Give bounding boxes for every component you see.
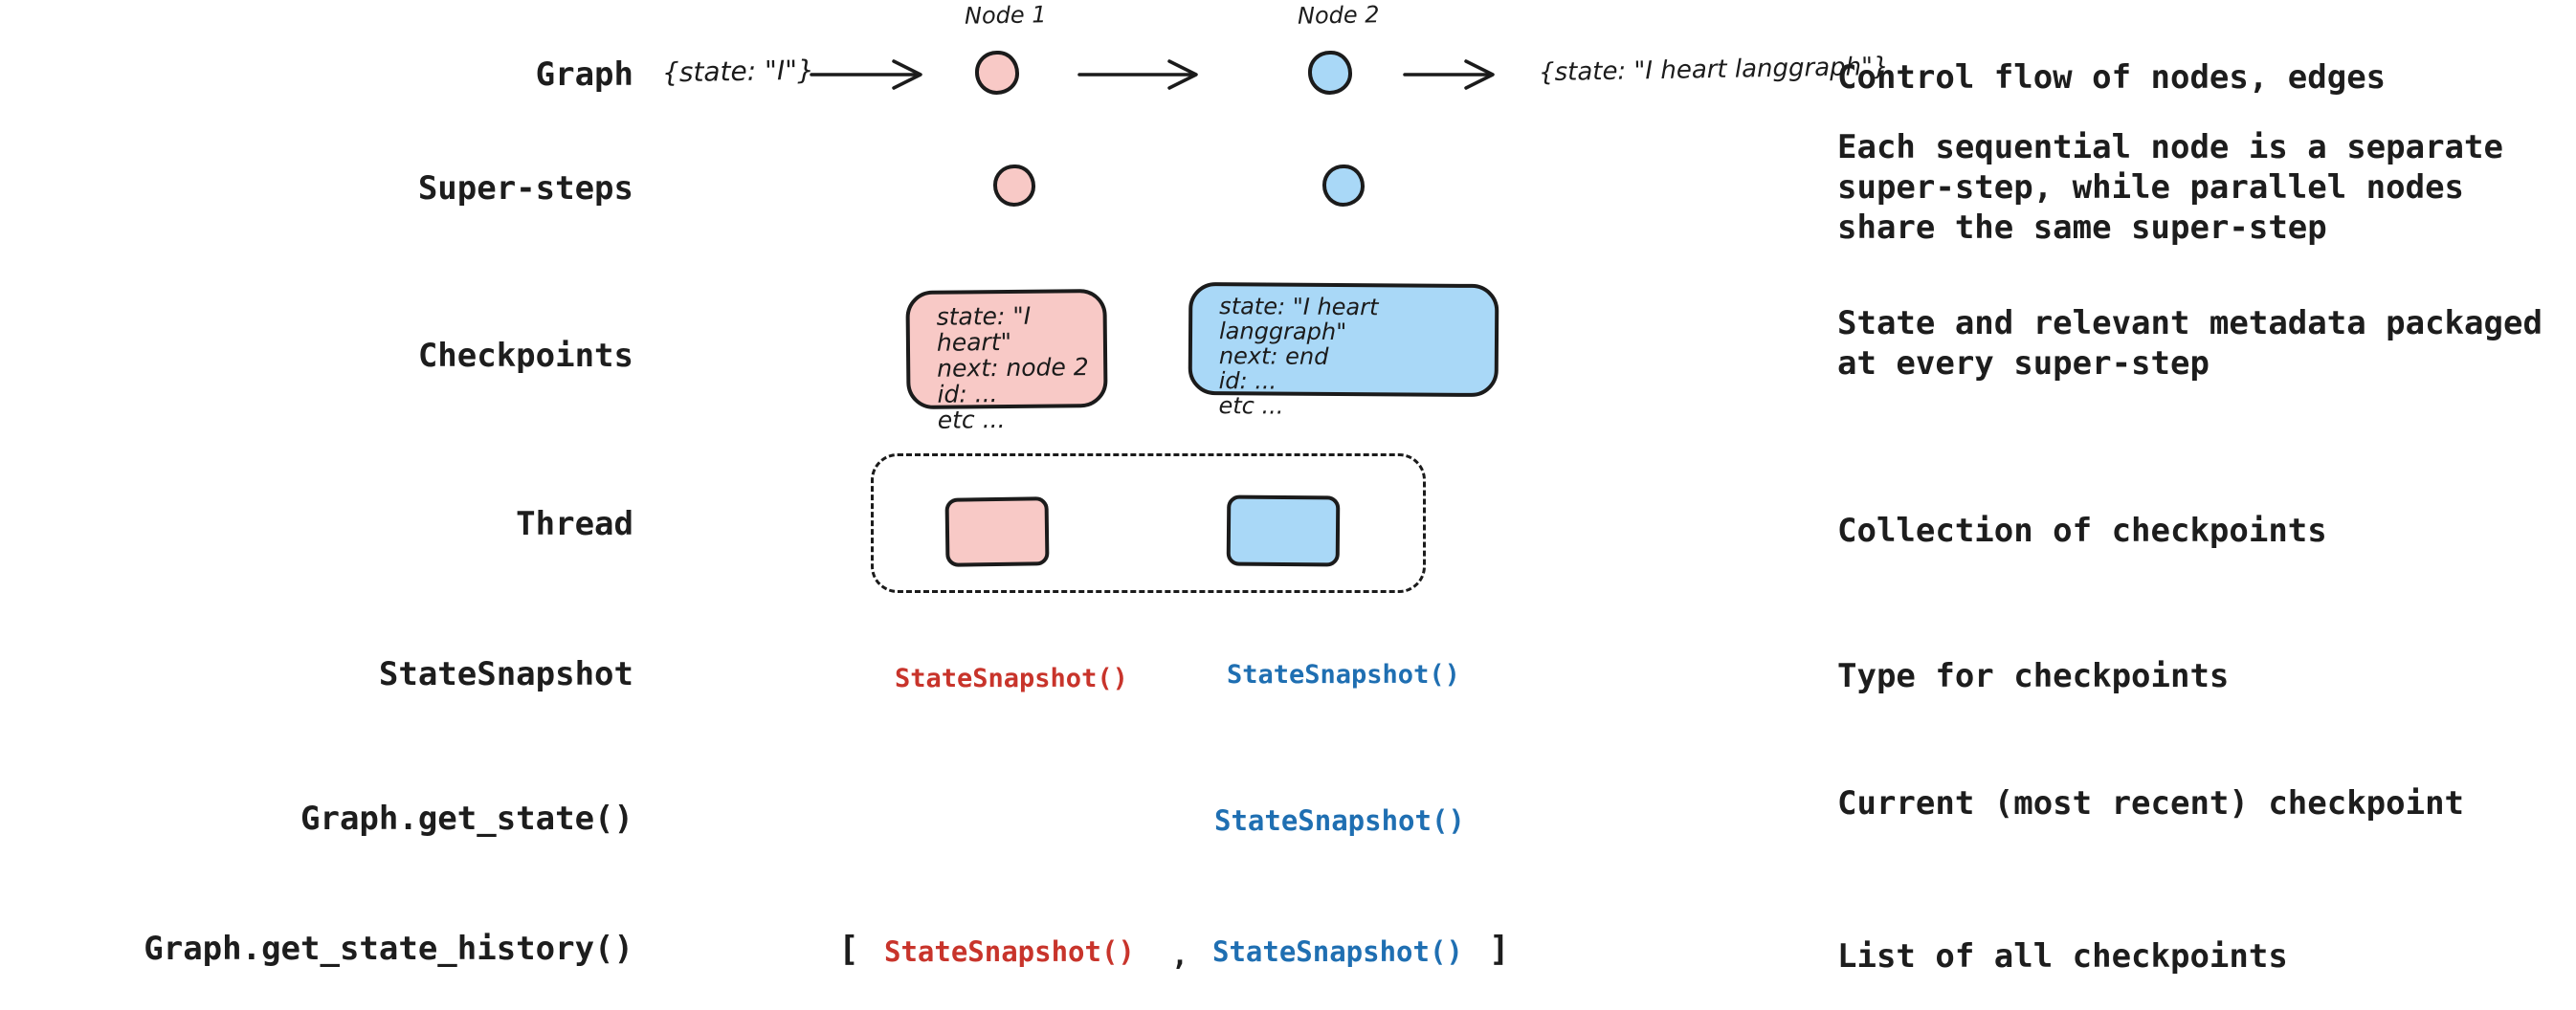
checkpoint-2-line-etc: etc ... bbox=[1218, 392, 1284, 420]
thread-dashed-container bbox=[871, 453, 1426, 593]
row-desc-super-steps: Each sequential node is a separate super… bbox=[1837, 128, 2503, 247]
row-label-statesnapshot: StateSnapshot bbox=[378, 655, 633, 693]
history-blue-code: StateSnapshot() bbox=[1212, 935, 1463, 968]
row-desc-statesnapshot: Type for checkpoints bbox=[1837, 657, 2230, 695]
thread-checkpoint-1 bbox=[944, 496, 1050, 567]
thread-checkpoint-2 bbox=[1226, 494, 1341, 567]
checkpoint-2-line-state: state: "I heart langgraph" bbox=[1218, 293, 1379, 346]
checkpoint-2-box: state: "I heart langgraph" next: end id:… bbox=[1188, 281, 1499, 420]
node1-label: Node 1 bbox=[964, 1, 1047, 30]
row-label-super-steps: Super-steps bbox=[417, 169, 633, 208]
row-desc-checkpoints: State and relevant metadata packaged at … bbox=[1837, 304, 2543, 383]
row-label-get-state-history: Graph.get_state_history() bbox=[144, 930, 633, 968]
history-close-bracket: ] bbox=[1489, 930, 1510, 969]
row-desc-graph: Control flow of nodes, edges bbox=[1837, 58, 2387, 97]
row-desc-get-state: Current (most recent) checkpoint bbox=[1837, 784, 2465, 823]
checkpoint-1-line-id: id: ... bbox=[937, 380, 998, 408]
checkpoint-1-line-state: state: "I heart" bbox=[936, 301, 1032, 357]
node2-label: Node 2 bbox=[1297, 1, 1380, 30]
node1-circle bbox=[975, 51, 1019, 95]
node2-circle bbox=[1308, 51, 1352, 95]
history-comma: , bbox=[1171, 939, 1189, 973]
arrow-node1-to-node2 bbox=[1077, 59, 1198, 90]
history-open-bracket: [ bbox=[838, 930, 859, 969]
output-state-annotation: {state: "I heart langgraph"} bbox=[1538, 52, 1889, 88]
checkpoint-1-box: state: "I heart" next: node 2 id: ... et… bbox=[905, 288, 1108, 434]
super-step-2-circle bbox=[1322, 165, 1365, 207]
row-label-get-state: Graph.get_state() bbox=[300, 800, 633, 838]
super-step-1-circle bbox=[993, 165, 1035, 207]
get-state-result-code: StateSnapshot() bbox=[1214, 804, 1465, 837]
snapshot-blue-code: StateSnapshot() bbox=[1227, 660, 1460, 690]
checkpoint-1-line-etc: etc ... bbox=[937, 406, 1006, 434]
history-red-code: StateSnapshot() bbox=[884, 935, 1135, 968]
checkpoint-2-line-next: next: end bbox=[1218, 342, 1329, 370]
row-label-checkpoints: Checkpoints bbox=[417, 337, 633, 375]
checkpoint-2-line-id: id: ... bbox=[1218, 367, 1277, 395]
input-state-annotation: {state: "I"} bbox=[661, 54, 815, 89]
checkpoint-1-line-next: next: node 2 bbox=[937, 353, 1089, 383]
row-desc-get-state-history: List of all checkpoints bbox=[1837, 937, 2288, 976]
snapshot-red-code: StateSnapshot() bbox=[895, 664, 1128, 693]
row-label-graph: Graph bbox=[535, 55, 633, 94]
row-desc-thread: Collection of checkpoints bbox=[1837, 512, 2327, 550]
row-label-thread: Thread bbox=[516, 505, 633, 543]
arrow-node2-to-output bbox=[1403, 59, 1495, 90]
arrow-input-to-node1 bbox=[810, 59, 922, 90]
